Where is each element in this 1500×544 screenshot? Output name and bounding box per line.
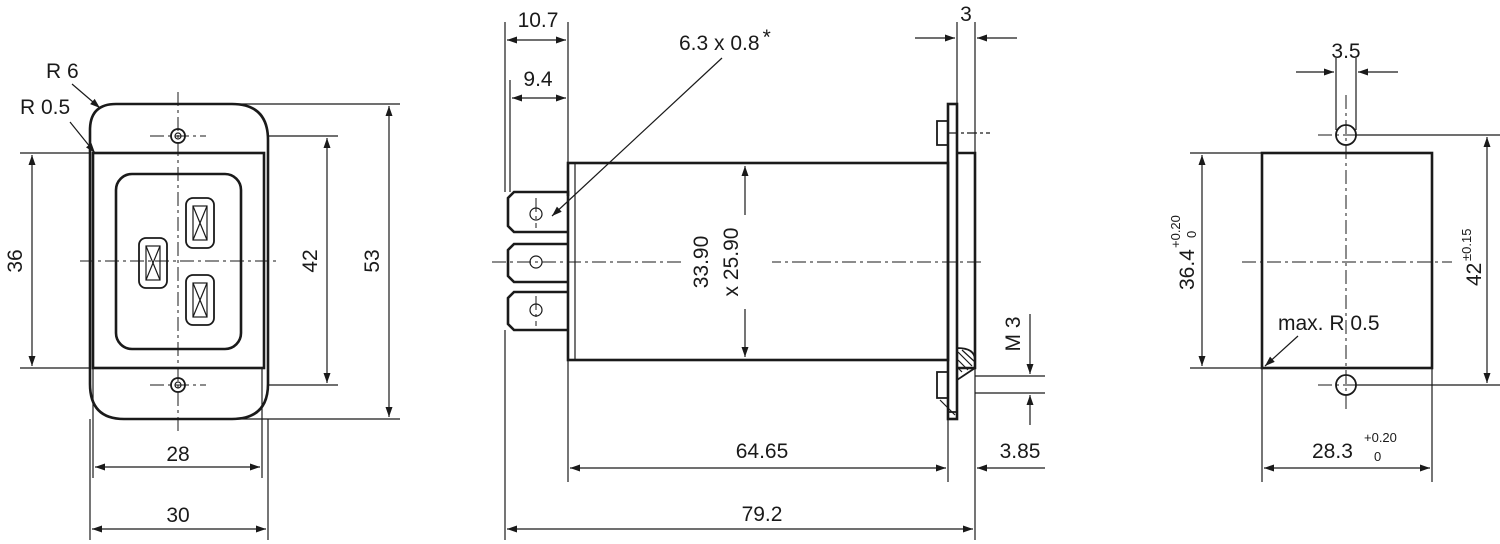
dim-hole-spacing-label: 42 (299, 249, 322, 272)
cutout-view: 3.5 36.4 +0.20 0 42 ±0.15 max. R 0.5 28.… (1168, 40, 1500, 482)
front-view: 36 42 53 28 30 R 6 R 0.5 (4, 60, 400, 540)
dim-body-length-label: 64.65 (736, 440, 789, 463)
front-contact-pin-left (138, 237, 168, 289)
dim-cutout-width-tol-lower: 0 (1374, 449, 1381, 464)
dim-width-outer-label: 30 (166, 504, 189, 527)
front-contact-pin-bottom (185, 274, 215, 326)
dim-cutout-height-label: 36.4 (1176, 249, 1199, 290)
side-mounting-screw (936, 347, 976, 416)
front-contact-pin-top (185, 197, 215, 249)
dim-hole-dia-label: 3.5 (1331, 40, 1360, 63)
dim-tab-inner-label: 9.4 (523, 68, 553, 91)
flange-thickness-label: 3 (960, 3, 972, 26)
dim-cutout-width-label: 28.3 (1312, 440, 1353, 463)
side-tab-bottom (506, 290, 568, 332)
dim-cutout-height-tol-upper: +0.20 (1168, 215, 1183, 248)
dim-cutout-width-tol-upper: +0.20 (1364, 430, 1397, 445)
dim-height-outer-label: 53 (361, 249, 384, 272)
side-tab-middle (506, 242, 568, 284)
dim-total-length-label: 79.2 (742, 503, 783, 526)
screw-size-label: M 3 (1002, 316, 1025, 351)
dim-width-inner-label: 28 (166, 443, 189, 466)
corner-radius-label: max. R 0.5 (1278, 312, 1380, 335)
side-view: 33.90 x 25.90 10.7 9.4 6.3 x 0.8* 3 M 3 … (492, 3, 1045, 540)
cutout-rectangle (1260, 151, 1434, 370)
body-height-b-label: x 25.90 (720, 228, 743, 297)
side-tab-top (506, 190, 570, 234)
radius-outer-label: R 6 (46, 60, 79, 83)
dim-flange-offset-label: 3.85 (1000, 440, 1041, 463)
tab-size-label: 6.3 x 0.8* (679, 26, 771, 55)
dim-cutout-height-tol-lower: 0 (1184, 231, 1199, 238)
dim-tab-outer-label: 10.7 (518, 9, 559, 32)
body-height-a-label: 33.90 (690, 236, 713, 289)
dim-cutout-hole-spacing-tol: ±0.15 (1459, 229, 1474, 261)
dim-height-inner-label: 36 (4, 249, 27, 272)
radius-inner-label: R 0.5 (20, 96, 70, 119)
dim-cutout-hole-spacing-label: 42 (1463, 263, 1486, 286)
